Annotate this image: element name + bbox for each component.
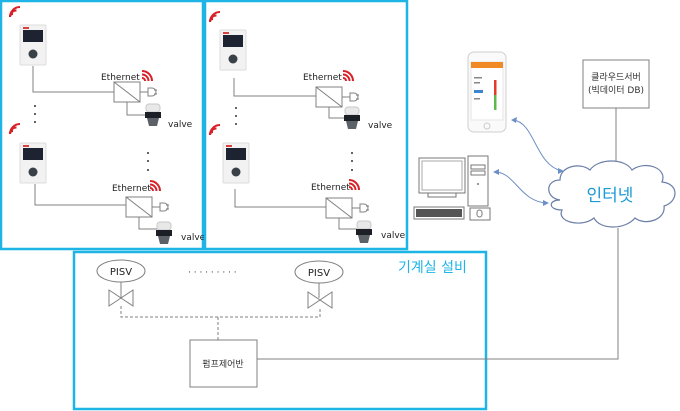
pisv-label: PISV (308, 268, 330, 279)
cloud-server-sublabel: (빅데이터 DB) (588, 85, 644, 96)
ethernet-converter (113, 81, 141, 103)
valve-actuator (144, 103, 162, 127)
plug-icon (351, 203, 370, 213)
valve-line (338, 218, 357, 230)
valve-line (328, 107, 345, 119)
valve-actuator (355, 220, 373, 244)
valve-label: valve (368, 121, 393, 131)
ethernet-label: Ethernet (101, 73, 140, 83)
valve-line (126, 102, 146, 116)
ethernet-converter (315, 86, 343, 108)
vertical-ellipsis (147, 152, 149, 171)
wifi-icon (209, 124, 221, 136)
wifi-icon (209, 11, 221, 23)
machine-room-box (72, 250, 488, 411)
pisv-signal-line (120, 306, 321, 318)
phone-internet-arrow (511, 117, 564, 174)
internet-cloud (548, 160, 676, 228)
machine-room-title: 기계실 설비 (398, 260, 467, 276)
valve-label: valve (168, 120, 193, 130)
internet-label: 인터넷 (587, 186, 634, 206)
valve-label: valve (381, 231, 406, 241)
zone-box-right (203, 0, 409, 251)
vertical-ellipsis (34, 105, 36, 123)
desktop-pc-icon (413, 155, 491, 221)
wifi-icon (141, 70, 153, 82)
room-controller (19, 142, 47, 184)
pump-internet-line (257, 228, 619, 360)
controller-line (234, 189, 326, 208)
cloud-server-box (582, 59, 650, 109)
ethernet-converter (125, 196, 153, 218)
zone-box-left (0, 0, 205, 251)
controller-line (32, 66, 114, 93)
room-controller (19, 24, 47, 66)
vertical-ellipsis (351, 152, 353, 171)
wifi-icon (9, 6, 21, 18)
room-controller (219, 29, 247, 71)
plug-icon (341, 92, 360, 102)
ethernet-label: Ethernet (311, 183, 350, 193)
valve-line (138, 217, 157, 230)
wifi-icon (348, 179, 360, 191)
smartphone-icon (467, 51, 507, 133)
vertical-ellipsis (235, 107, 237, 125)
ethernet-label: Ethernet (303, 73, 342, 83)
pump-panel-label: 펌프제어반 (202, 358, 243, 370)
controller-line (34, 184, 126, 206)
wifi-icon (149, 180, 161, 192)
wifi-icon (342, 70, 354, 82)
cloud-server-label: 클라우드서버 (591, 72, 641, 83)
horizontal-ellipsis: · · · · · · · · · (188, 268, 237, 278)
ethernet-converter (325, 197, 353, 219)
valve-label: valve (181, 233, 206, 243)
pisv-label: PISV (110, 267, 132, 278)
controller-line (233, 78, 316, 97)
valve-actuator (343, 106, 361, 130)
plug-icon (151, 202, 170, 212)
plug-icon (139, 87, 158, 97)
ethernet-label: Ethernet (112, 184, 151, 194)
pump-control-panel (189, 339, 258, 388)
valve-actuator (155, 221, 173, 245)
pisv-valve-icon (307, 291, 333, 309)
room-controller (222, 142, 250, 184)
wifi-icon (9, 123, 21, 135)
pc-internet-arrow (493, 169, 549, 206)
